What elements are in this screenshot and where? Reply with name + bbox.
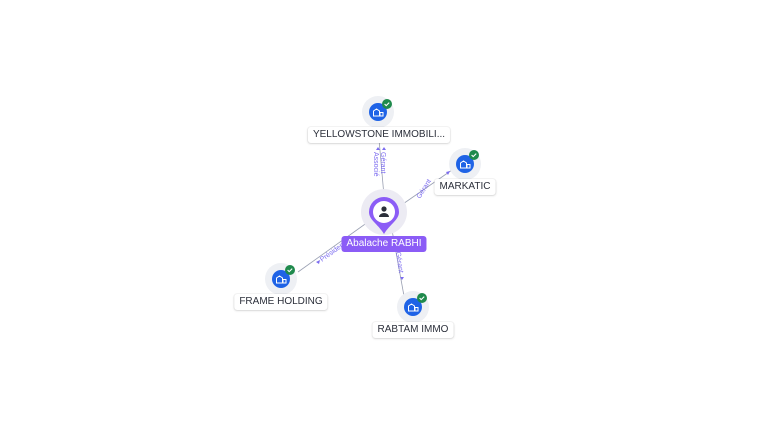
company-label-markatic[interactable]: MARKATIC: [434, 179, 496, 195]
arrow-yellowstone-1: [376, 147, 380, 150]
role-yellowstone-gerant: Gérant: [379, 152, 386, 173]
building-icon: [373, 108, 384, 117]
check-badge-icon: [417, 293, 427, 303]
check-badge-icon: [382, 99, 392, 109]
check-badge-icon: [469, 150, 479, 160]
building-icon: [276, 275, 287, 284]
role-markatic-gerant: Gérant: [416, 178, 433, 200]
building-icon: [408, 303, 419, 312]
edge-frame-holding: [297, 221, 369, 273]
company-node-yellowstone[interactable]: [362, 96, 394, 128]
company-label-frame-holding[interactable]: FRAME HOLDING: [234, 294, 328, 310]
company-node-frame-holding[interactable]: [265, 263, 297, 295]
company-label-yellowstone[interactable]: YELLOWSTONE IMMOBILI...: [307, 127, 451, 143]
arrow-frame-holding: [316, 260, 320, 264]
arrow-markatic: [446, 171, 450, 175]
company-node-markatic[interactable]: [449, 148, 481, 180]
arrow-yellowstone-2: [382, 147, 386, 150]
edge-markatic: [399, 169, 453, 207]
company-node-rabtam-immo[interactable]: [397, 291, 429, 323]
role-rabtam-immo-gerant: Gérant: [394, 251, 404, 273]
check-badge-icon: [285, 265, 295, 275]
center-node[interactable]: [361, 189, 407, 235]
person-icon: [379, 206, 389, 217]
role-yellowstone-associe: Associé: [372, 152, 379, 177]
building-icon: [460, 160, 471, 169]
person-label[interactable]: Abalache RABHI: [341, 236, 427, 252]
arrow-rabtam-immo: [400, 277, 404, 280]
company-label-rabtam-immo[interactable]: RABTAM IMMO: [372, 322, 454, 338]
